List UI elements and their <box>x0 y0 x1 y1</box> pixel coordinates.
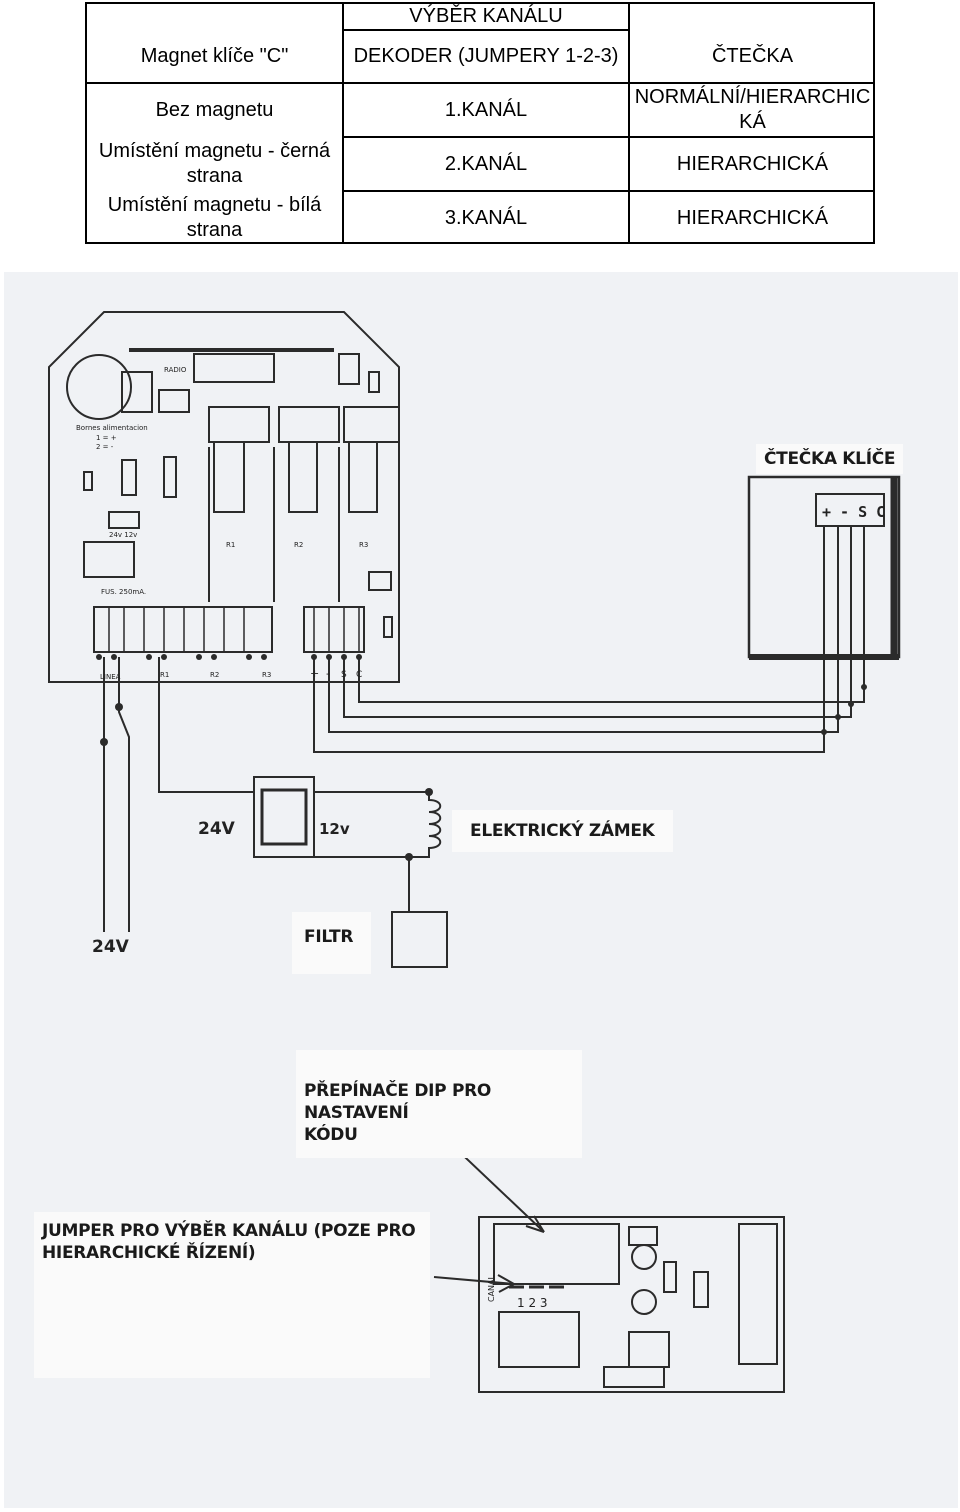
board-fuse-label: FUS. 250mA. <box>101 588 146 596</box>
dip-switch-label: PŘEPÍNAČE DIP PRO NASTAVENÍ KÓDU <box>296 1050 582 1158</box>
decoder-jumper-numbers: 1 2 3 <box>517 1296 548 1310</box>
header-channel-subtitle: DEKODER (JUMPERY 1-2-3) <box>353 45 619 67</box>
terminal-plus-label: + <box>310 667 319 680</box>
supply-line <box>118 657 130 932</box>
row1-magnet: Bez magnetu <box>155 98 274 121</box>
board-voltage-label: 24v 12v <box>109 531 137 539</box>
relay-r1-head <box>208 406 270 443</box>
row2-magnet: Umístění magnetu - černá strana <box>98 140 331 187</box>
relay-r1-label: R1 <box>226 541 235 549</box>
header-magnet: Magnet klíče "C" <box>140 44 289 67</box>
terminal-r3-label: R3 <box>262 671 271 679</box>
header-reader: ČTEČKA <box>711 45 794 67</box>
row3-channel: 3.KANÁL <box>444 206 528 229</box>
terminal-block-reader <box>303 606 365 653</box>
junction-dot <box>821 729 827 735</box>
header-channel-title: VÝBĚR KANÁLU <box>409 5 563 27</box>
relay-r1 <box>213 441 245 513</box>
terminal-r2-label: R2 <box>210 671 219 679</box>
filter-label: FILTR <box>292 912 372 974</box>
board-radio-label: RADIO <box>164 366 187 374</box>
transformer <box>253 776 315 858</box>
electric-lock-label: ELEKTRICKÝ ZÁMEK <box>452 810 673 852</box>
table-divider <box>628 4 630 242</box>
relay-to-transformer-line <box>158 657 254 793</box>
electric-lock-coil <box>409 792 442 858</box>
terminal-s-label: S <box>341 670 347 680</box>
board-bornes-2: 2 = - <box>96 443 114 451</box>
relay-r3 <box>348 441 378 513</box>
terminal-r1-label: R1 <box>160 671 169 679</box>
table-divider <box>342 82 628 84</box>
channel-config-table: Magnet klíče "C" VÝBĚR KANÁLU DEKODER (J… <box>85 2 875 244</box>
board-bornes-1: 1 = + <box>96 434 117 442</box>
transformer-output-label: 12v <box>319 820 350 838</box>
decoder-canal-label: CANAL <box>487 1274 496 1302</box>
battery-icon <box>66 354 132 420</box>
row1-reader: NORMÁLNÍ/HIERARCHICKÁ <box>634 86 871 133</box>
key-reader-label: ČTEČKA KLÍČE <box>756 444 904 474</box>
relay-r3-label: R3 <box>359 541 368 549</box>
terminal-minus-label: - <box>326 667 330 680</box>
terminal-block-main <box>93 606 273 653</box>
table-divider <box>342 136 628 138</box>
junction-dot <box>425 788 433 796</box>
row3-magnet: Umístění magnetu - bílá strana <box>107 194 322 241</box>
table-divider <box>342 4 344 242</box>
terminal-linea-label: LINEA <box>100 673 121 681</box>
row2-channel: 2.KANÁL <box>444 152 528 175</box>
table-divider <box>628 190 875 192</box>
junction-dot <box>405 853 413 861</box>
decoder-board <box>478 1216 785 1393</box>
table-divider <box>628 82 875 84</box>
table-divider <box>342 29 628 31</box>
wiring-diagram-drawing: RADIO Bornes alimentacion 1 = + 2 = - 24… <box>48 311 901 1393</box>
relay-r3-head <box>343 406 400 443</box>
board-bornes-label: Bornes alimentacion <box>76 424 148 432</box>
row3-reader: HIERARCHICKÁ <box>676 206 829 229</box>
supply-voltage-label: 24V <box>92 937 130 957</box>
filter-box <box>391 911 448 968</box>
wiring-diagram: RADIO Bornes alimentacion 1 = + 2 = - 24… <box>4 272 958 1508</box>
table-divider <box>87 82 342 84</box>
dip-switch-block <box>493 1223 620 1285</box>
terminal-c-label: C <box>356 670 362 680</box>
junction-dot <box>835 714 841 720</box>
row2-reader: HIERARCHICKÁ <box>676 152 829 175</box>
control-board-outline <box>48 311 400 683</box>
jumper-arrow <box>433 1276 515 1285</box>
transformer-input-label: 24V <box>198 819 236 839</box>
junction-dot <box>861 684 867 690</box>
table-divider <box>628 136 875 138</box>
relay-r2 <box>288 441 318 513</box>
table-divider <box>342 190 628 192</box>
radio-module <box>193 353 275 383</box>
junction-dot <box>848 701 854 707</box>
relay-r2-label: R2 <box>294 541 303 549</box>
reader-terminal-labels: + - S C <box>822 503 885 521</box>
junction-dot <box>100 738 108 746</box>
jumper-label: JUMPER PRO VÝBĚR KANÁLU (POZE PRO HIERAR… <box>34 1212 430 1378</box>
row1-channel: 1.KANÁL <box>444 98 528 121</box>
junction-dot <box>115 703 123 711</box>
relay-r2-head <box>278 406 340 443</box>
